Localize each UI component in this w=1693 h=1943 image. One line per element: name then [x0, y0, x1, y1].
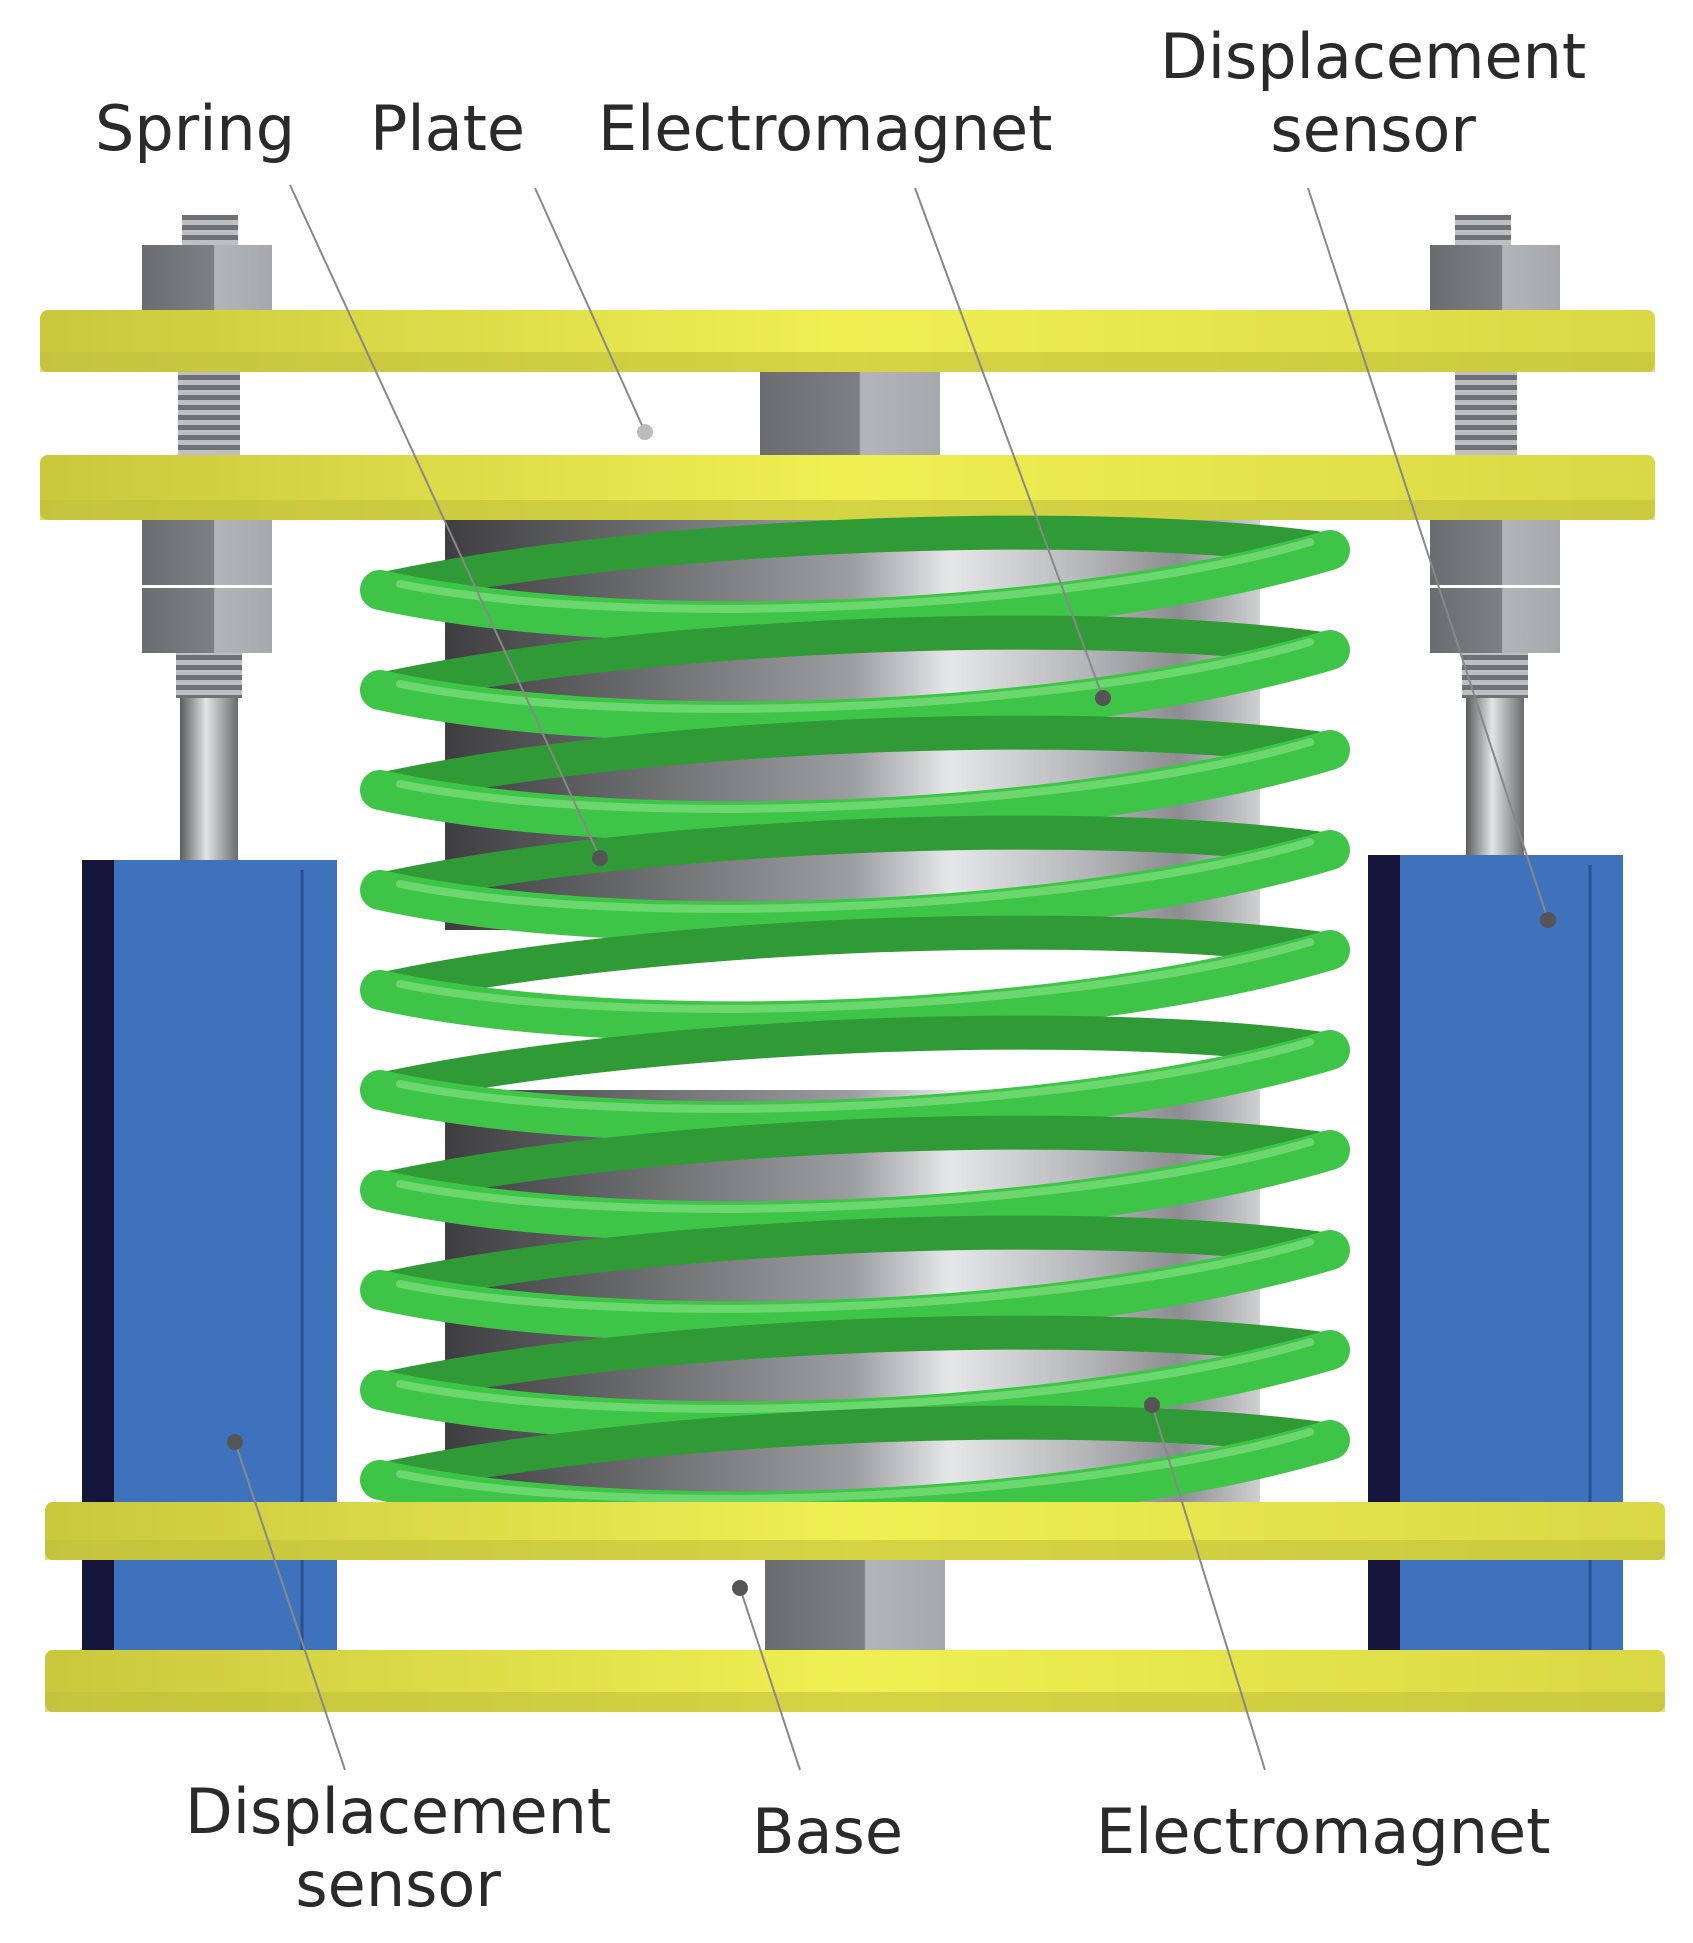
spring-coil-back-7	[363, 1115, 1347, 1207]
spring-coil-highlight-2	[396, 638, 1314, 713]
spring-coil-front-2	[360, 630, 1350, 742]
spring-coil-front-3	[360, 730, 1350, 842]
right-lower-nut-2	[1430, 588, 1560, 653]
leader-dots	[227, 424, 1556, 1596]
spring-coil-highlight-6	[396, 1038, 1314, 1113]
left-top-nut	[142, 245, 272, 315]
leader-lines	[234, 184, 1549, 1771]
spring-coil-highlight-7	[396, 1138, 1314, 1213]
spring-coil-back-4	[363, 815, 1347, 907]
spring-coil-highlight-8	[396, 1238, 1314, 1313]
spring-coil-back-9	[363, 1315, 1347, 1407]
spring-coil-front-1	[360, 530, 1350, 642]
label-electromagnet-bottom: Electromagnet	[1096, 1795, 1551, 1868]
spring-coil	[360, 515, 1350, 1532]
label-spring: Spring	[95, 92, 296, 165]
spring-coil-front-5	[360, 930, 1350, 1042]
spring-coil-back-10	[363, 1405, 1347, 1497]
right-top-nut	[1430, 245, 1560, 315]
center-top-nut	[760, 372, 940, 464]
spring-coil-front-6	[360, 1030, 1350, 1142]
spring-coil-front-4	[360, 830, 1350, 942]
spring-coil-highlight-9	[396, 1338, 1314, 1413]
left-lower-nut-2	[142, 588, 272, 653]
right-lower-nut-1	[1430, 520, 1560, 585]
label-displacement-sensor-bottom: Displacement sensor	[185, 1775, 612, 1922]
right-mid-thread	[1455, 372, 1517, 462]
left-sensor-rod	[180, 698, 238, 863]
spring-coil-highlight-1	[396, 538, 1314, 613]
label-electromagnet-top: Electromagnet	[598, 92, 1053, 165]
spring-coil-highlight-4	[396, 838, 1314, 913]
label-plate: Plate	[370, 92, 526, 165]
spring-coil-front-7	[360, 1130, 1350, 1242]
left-mid-thread	[178, 372, 240, 462]
spring-coil-highlight-10	[396, 1428, 1314, 1503]
spring-coil-back-6	[363, 1015, 1347, 1107]
spring-coil-highlight-3	[396, 738, 1314, 813]
center-bottom-nut	[765, 1560, 945, 1652]
spring-coil-back-1	[363, 515, 1347, 607]
left-lower-nut-1	[142, 520, 272, 585]
spring-coil-back-3	[363, 715, 1347, 807]
label-displacement-sensor-top: Displacement sensor	[1160, 20, 1587, 167]
right-sensor-rod	[1466, 698, 1524, 856]
spring-coil-back-2	[363, 615, 1347, 707]
label-base: Base	[752, 1795, 903, 1868]
spring-coil-front-8	[360, 1230, 1350, 1342]
spring-coil-back-5	[363, 915, 1347, 1007]
spring-coil-highlight-5	[396, 938, 1314, 1013]
spring-coil-back-8	[363, 1215, 1347, 1307]
